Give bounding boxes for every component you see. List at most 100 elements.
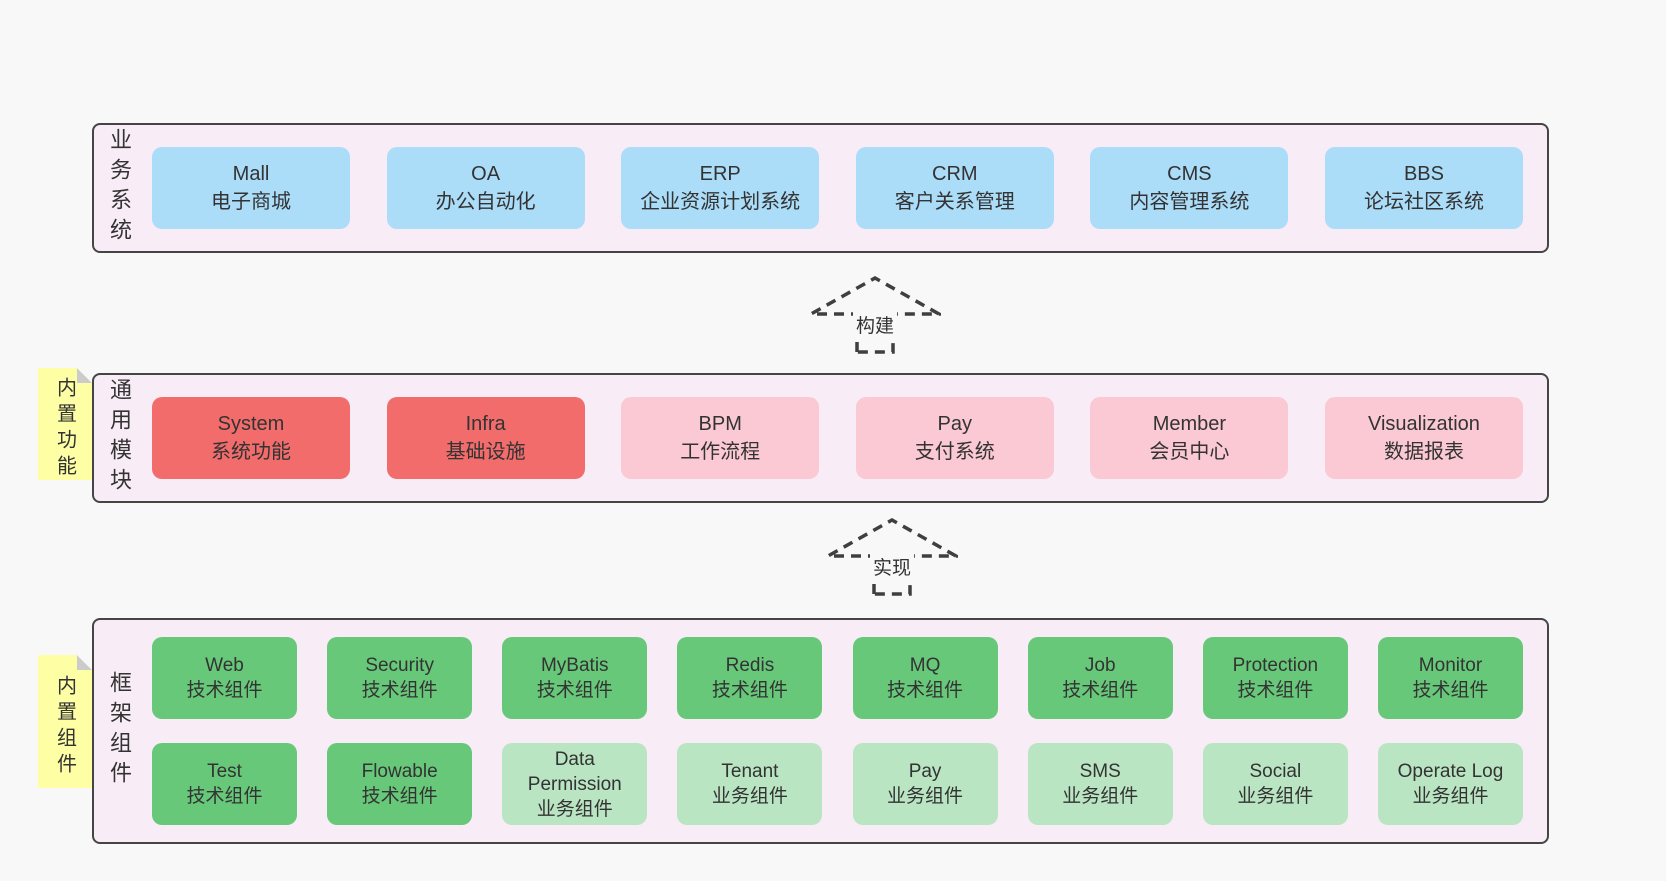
box-subtitle: 业务组件 — [1062, 786, 1139, 807]
box-oa: OA 办公自动化 — [386, 147, 585, 229]
box-protection: Protection 技术组件 — [1202, 637, 1348, 719]
box-title: Pay — [908, 761, 942, 782]
box-title: SMS — [1079, 761, 1121, 782]
box-subtitle: 业务组件 — [1237, 786, 1314, 807]
box-erp: ERP 企业资源计划系统 — [621, 147, 820, 229]
box-system: System 系统功能 — [152, 397, 350, 479]
box-title: Flowable — [361, 761, 438, 782]
box-mybatis: MyBatis 技术组件 — [502, 637, 648, 719]
components-rows: Web 技术组件 Security 技术组件 MyBatis 技术组件 Redi… — [152, 637, 1523, 825]
box-pay-business: Pay 业务组件 — [852, 743, 998, 825]
box-redis: Redis 技术组件 — [677, 637, 823, 719]
box-subtitle: 客户关系管理 — [894, 191, 1015, 213]
box-title: Data Permission — [527, 748, 622, 795]
box-subtitle: 技术组件 — [1412, 680, 1489, 701]
box-title: MQ — [909, 655, 941, 676]
box-subtitle: 论坛社区系统 — [1363, 191, 1484, 213]
box-sms: SMS 业务组件 — [1027, 743, 1173, 825]
box-security: Security 技术组件 — [327, 637, 473, 719]
band-label-business-systems: 业务系统 — [107, 128, 132, 248]
box-title: Job — [1084, 655, 1116, 676]
box-title: BPM — [698, 413, 742, 435]
sticky-note-built-in-components: 内置组件 — [38, 655, 92, 788]
box-title: Redis — [725, 655, 775, 676]
box-subtitle: 工作流程 — [680, 441, 761, 463]
box-bpm: BPM 工作流程 — [621, 397, 820, 479]
box-member: Member 会员中心 — [1090, 397, 1289, 479]
box-bbs: BBS 论坛社区系统 — [1324, 147, 1523, 229]
box-mq: MQ 技术组件 — [852, 637, 998, 719]
arrow-build: 构建 — [809, 274, 941, 354]
box-data-permission: Data Permission 业务组件 — [502, 743, 648, 825]
box-visualization: Visualization 数据报表 — [1324, 397, 1523, 479]
arrow-implement-label: 实现 — [869, 552, 915, 581]
box-operate-log: Operate Log 业务组件 — [1377, 743, 1523, 825]
box-subtitle: 数据报表 — [1383, 441, 1464, 463]
box-crm: CRM 客户关系管理 — [855, 147, 1054, 229]
box-title: Tenant — [721, 761, 779, 782]
modules-box-row: System 系统功能 Infra 基础设施 BPM 工作流程 Pay 支付系统… — [152, 375, 1523, 501]
box-subtitle: 办公自动化 — [435, 191, 536, 213]
box-title: ERP — [699, 163, 741, 185]
box-subtitle: 电子商城 — [211, 191, 291, 213]
box-title: Test — [207, 761, 242, 782]
box-title: Social — [1249, 761, 1302, 782]
box-subtitle: 技术组件 — [361, 680, 438, 701]
box-monitor: Monitor 技术组件 — [1377, 637, 1523, 719]
box-subtitle: 基础设施 — [445, 441, 526, 463]
arrow-implement: 实现 — [826, 516, 958, 596]
box-social: Social 业务组件 — [1202, 743, 1348, 825]
box-job: Job 技术组件 — [1027, 637, 1173, 719]
box-flowable: Flowable 技术组件 — [327, 743, 473, 825]
box-title: Security — [365, 655, 434, 676]
box-title: Monitor — [1418, 655, 1483, 676]
box-title: Member — [1152, 413, 1227, 435]
box-subtitle: 技术组件 — [536, 680, 613, 701]
box-cms: CMS 内容管理系统 — [1090, 147, 1289, 229]
box-subtitle: 系统功能 — [211, 441, 291, 463]
up-arrow-icon — [809, 275, 941, 354]
box-subtitle: 业务组件 — [536, 798, 613, 820]
box-subtitle: 业务组件 — [887, 786, 964, 807]
box-title: OA — [471, 163, 501, 185]
band-framework-components: 框架组件 Web 技术组件 Security 技术组件 MyBatis 技术组件… — [92, 618, 1549, 844]
sticky-note-built-in-functions: 内置功能 — [38, 368, 92, 480]
box-subtitle: 会员中心 — [1149, 441, 1230, 463]
box-title: Protection — [1232, 655, 1319, 676]
box-test: Test 技术组件 — [152, 743, 297, 825]
sticky-note-text: 内置组件 — [53, 674, 76, 779]
box-subtitle: 技术组件 — [186, 786, 263, 807]
components-row-2: Test 技术组件 Flowable 技术组件 Data Permission … — [152, 743, 1523, 825]
box-subtitle: 技术组件 — [361, 786, 438, 807]
folded-corner-icon — [77, 368, 92, 383]
box-pay: Pay 支付系统 — [855, 397, 1054, 479]
band-label-common-modules: 通用模块 — [107, 378, 132, 498]
arrow-build-label: 构建 — [852, 310, 898, 339]
folded-corner-icon — [77, 655, 92, 670]
box-title: CRM — [932, 163, 978, 185]
band-common-modules: 通用模块 System 系统功能 Infra 基础设施 BPM 工作流程 Pay… — [92, 373, 1549, 503]
sticky-note-text: 内置功能 — [53, 377, 76, 481]
box-tenant: Tenant 业务组件 — [677, 743, 823, 825]
box-subtitle: 技术组件 — [186, 680, 263, 701]
box-title: Pay — [937, 413, 973, 435]
box-title: Visualization — [1368, 413, 1480, 435]
box-subtitle: 业务组件 — [711, 786, 788, 807]
business-box-row: Mall 电子商城 OA 办公自动化 ERP 企业资源计划系统 CRM 客户关系… — [152, 125, 1523, 251]
box-title: MyBatis — [540, 655, 609, 676]
box-title: Web — [205, 655, 244, 676]
box-title: CMS — [1167, 163, 1212, 185]
box-title: Operate Log — [1397, 761, 1504, 782]
box-title: Mall — [232, 163, 270, 185]
box-web: Web 技术组件 — [152, 637, 297, 719]
band-business-systems: 业务系统 Mall 电子商城 OA 办公自动化 ERP 企业资源计划系统 CRM… — [92, 123, 1549, 253]
box-mall: Mall 电子商城 — [152, 147, 350, 229]
box-title: BBS — [1403, 163, 1444, 185]
box-subtitle: 技术组件 — [711, 680, 788, 701]
box-subtitle: 业务组件 — [1412, 786, 1489, 807]
up-arrow-icon — [826, 517, 958, 596]
band-label-framework-components: 框架组件 — [107, 671, 132, 791]
box-subtitle: 技术组件 — [1237, 680, 1314, 701]
box-title: Infra — [465, 413, 506, 435]
box-subtitle: 企业资源计划系统 — [640, 191, 801, 213]
